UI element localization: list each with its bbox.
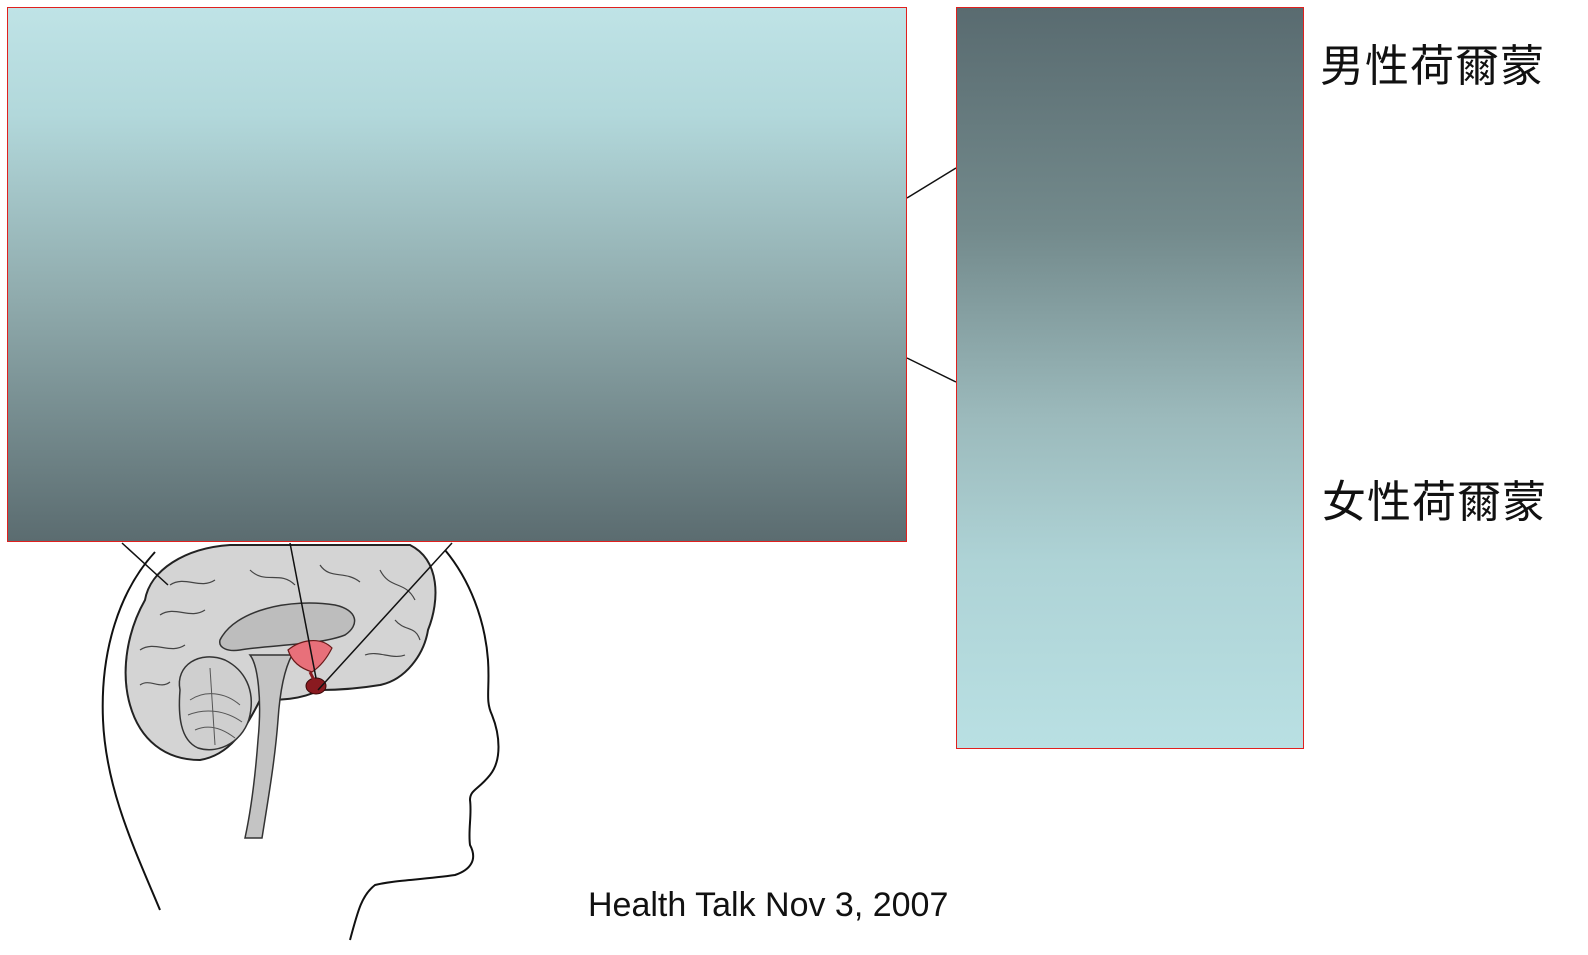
hypothalamus-pituitary-panel (7, 7, 907, 542)
brain-icon (126, 545, 436, 838)
gonad-panel (956, 7, 1304, 749)
footer-text: Health Talk Nov 3, 2007 (588, 886, 948, 925)
male-hormone-label: 男性荷爾蒙 (1320, 30, 1545, 94)
female-hormone-label: 女性荷爾蒙 (1322, 466, 1547, 530)
